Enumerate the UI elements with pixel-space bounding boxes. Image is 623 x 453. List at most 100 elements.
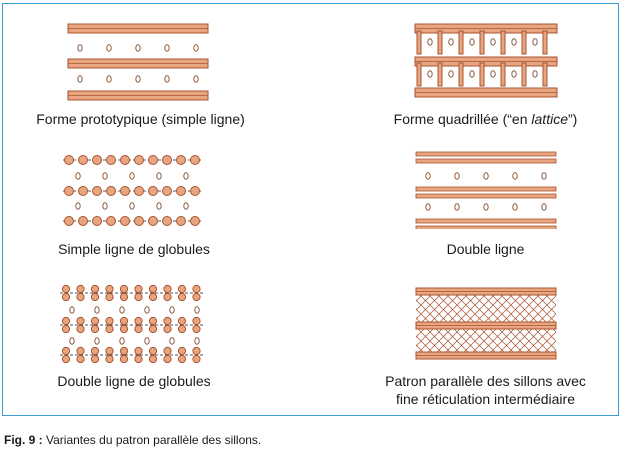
globule <box>177 284 187 294</box>
globule <box>177 324 187 334</box>
ridge-connector <box>458 62 464 87</box>
globule <box>148 186 158 196</box>
globule <box>134 155 144 165</box>
globule <box>78 186 88 196</box>
sweat-pore <box>183 172 189 180</box>
sweat-pore <box>448 70 454 78</box>
globule <box>162 155 172 165</box>
globule <box>134 186 144 196</box>
globule <box>119 346 129 356</box>
label-reticulation: Patron parallèle des sillons avec fine r… <box>348 372 623 408</box>
sweat-pore <box>106 44 112 52</box>
globule <box>119 324 129 334</box>
globule <box>90 292 100 302</box>
globule <box>120 155 130 165</box>
globule <box>61 346 71 356</box>
globule <box>176 155 186 165</box>
double-ridge-bar-top <box>415 186 557 192</box>
sweat-pore <box>532 70 538 78</box>
globule <box>92 155 102 165</box>
sweat-pore <box>102 172 108 180</box>
ridge-connector <box>416 62 422 87</box>
sweat-pore <box>512 203 518 211</box>
globule <box>163 284 172 294</box>
sweat-pore <box>129 172 135 180</box>
globule <box>148 346 158 356</box>
mesh-line <box>529 331 556 358</box>
diagram-double-globules <box>60 284 205 363</box>
sweat-pore <box>144 306 150 314</box>
label-quadrillee-part1: Forme quadrillée (“en <box>393 111 532 127</box>
globule <box>92 216 102 226</box>
label-simple-globules-text: Simple ligne de globules <box>58 241 210 257</box>
globule <box>192 324 201 334</box>
sweat-pore <box>75 202 81 210</box>
caption-text: Variantes du patron parallèle des sillon… <box>42 433 262 447</box>
ridge-connector <box>500 30 506 55</box>
panel-reticulation <box>411 286 561 361</box>
sweat-pore <box>106 75 112 83</box>
globule <box>119 292 129 302</box>
mesh-line <box>538 288 556 306</box>
sweat-pore <box>511 70 517 78</box>
sweat-pore <box>69 306 75 314</box>
globule <box>90 354 100 363</box>
globule <box>119 354 129 363</box>
globule <box>92 186 102 196</box>
globule <box>163 316 172 326</box>
sweat-pore <box>144 337 150 345</box>
globule <box>134 216 144 226</box>
globule <box>148 324 158 334</box>
globule <box>119 284 129 294</box>
globule <box>177 346 187 356</box>
sweat-pore <box>156 172 162 180</box>
globule <box>78 155 88 165</box>
globule <box>176 216 186 226</box>
mesh-line <box>416 288 439 311</box>
label-double-globules-text: Double ligne de globules <box>57 373 211 389</box>
globule <box>61 292 71 302</box>
globule <box>76 354 85 363</box>
ridge-connector <box>521 30 527 55</box>
sweat-pore <box>164 44 170 52</box>
globule <box>105 324 114 334</box>
ridge-connector <box>437 62 443 87</box>
globule <box>176 186 186 196</box>
globule <box>61 354 71 363</box>
globule <box>148 155 158 165</box>
diagram-simple-globules <box>63 155 203 226</box>
sweat-pore <box>164 75 170 83</box>
mesh-line <box>416 344 430 358</box>
sweat-pore <box>102 202 108 210</box>
globule <box>105 354 114 363</box>
mesh-line <box>416 335 439 358</box>
globule <box>177 316 187 326</box>
globule <box>177 354 187 363</box>
ridge-connector <box>542 30 548 55</box>
globule <box>163 324 172 334</box>
globule <box>148 292 158 302</box>
sweat-pore <box>427 70 433 78</box>
sweat-pore <box>454 172 460 180</box>
sweat-pore <box>129 202 135 210</box>
label-double-ligne-text: Double ligne <box>446 241 525 257</box>
globule <box>148 284 158 294</box>
label-prototypique-text: Forme prototypique (simple ligne) <box>36 111 245 127</box>
globule <box>64 155 74 165</box>
sweat-pore <box>193 75 199 83</box>
label-quadrillee-lattice: lattice <box>531 111 568 127</box>
ridge-connector <box>437 30 443 55</box>
sweat-pore <box>511 38 517 46</box>
globule <box>119 316 129 326</box>
globule <box>90 324 100 334</box>
sweat-pore <box>425 203 431 211</box>
globule <box>134 284 143 294</box>
globule <box>120 216 130 226</box>
mesh-line <box>557 288 561 358</box>
panel-double-globules <box>55 283 210 363</box>
sweat-pore <box>448 38 454 46</box>
double-ridge-bar-top <box>415 218 557 224</box>
globule <box>76 284 85 294</box>
globule <box>162 216 172 226</box>
globule <box>76 292 85 302</box>
